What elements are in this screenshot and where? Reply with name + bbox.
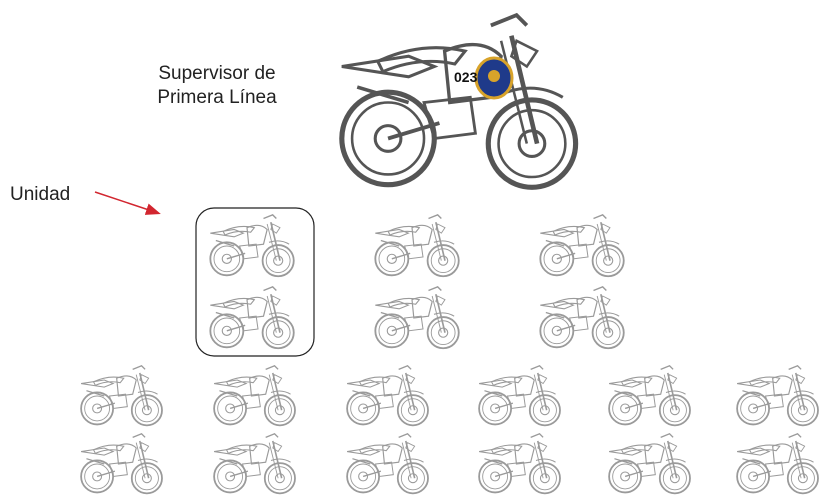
- motorcycle-icon: [539, 213, 625, 278]
- badge-number: 023: [454, 69, 478, 85]
- unit-group-upper: [209, 213, 625, 350]
- motorcycle-icon: [209, 285, 295, 350]
- motorcycle-icon: [213, 364, 297, 427]
- motorcycle-icon: [374, 213, 460, 278]
- badge-icon: [474, 56, 514, 100]
- motorcycle-icon: [374, 285, 460, 350]
- motorcycle-icon: [608, 364, 692, 427]
- motorcycle-icon: [213, 432, 297, 495]
- motorcycle-icon: [346, 432, 430, 495]
- motorcycle-icon: [478, 364, 562, 427]
- motorcycle-icon: [478, 432, 562, 495]
- supervisor-label-line2: Primera Línea: [157, 87, 277, 108]
- motorcycle-icon: [736, 432, 820, 495]
- motorcycle-icon: [80, 364, 164, 427]
- motorcycle-icon: [209, 213, 295, 278]
- unit-highlight-frame: [195, 207, 315, 357]
- supervisor-label: Supervisor de Primera Línea: [142, 62, 292, 110]
- motorcycle-icon: [80, 432, 164, 495]
- motorcycle-icon: [346, 364, 430, 427]
- motorcycle-icon: [736, 364, 820, 427]
- motorcycle-icon: [539, 285, 625, 350]
- unit-group-lower: [80, 364, 820, 495]
- motorcycle-icon: [608, 432, 692, 495]
- unit-pointer-arrow: [94, 191, 161, 215]
- unit-label: Unidad: [10, 184, 71, 205]
- supervisor-motorcycle-icon: 023: [342, 15, 576, 187]
- supervisor-label-line1: Supervisor de: [158, 63, 276, 84]
